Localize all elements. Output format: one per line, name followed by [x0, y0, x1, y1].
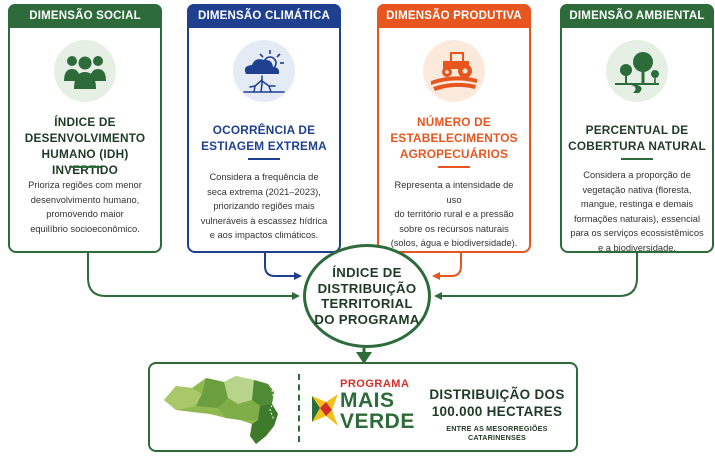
vertical-divider [298, 374, 300, 442]
drought-cloud-icon [233, 40, 295, 102]
card-header: DIMENSÃO SOCIAL [8, 4, 162, 28]
logo-programa: PROGRAMA [340, 378, 410, 390]
arrow-ambiental [434, 253, 638, 300]
logo-mais: MAIS [340, 389, 395, 412]
distribution-subline: ENTRE AS MESORREGIÕES CATARINENSES [446, 424, 548, 442]
santa-catarina-map-icon [164, 376, 278, 444]
logo-flag-icon [312, 394, 338, 426]
card-ambiental: DIMENSÃO AMBIENTAL PERCENTUAL DE COBERTU… [560, 4, 714, 253]
trees-landscape-icon [606, 40, 668, 102]
card-title: ÍNDICE DE DESENVOLVIMENTO HUMANO (IDH) I… [24, 115, 146, 177]
tractor-field-icon [423, 40, 485, 102]
people-group-icon [54, 40, 116, 102]
card-description: Considera a frequência de seca extrema (… [200, 172, 328, 240]
card-description: Considera a proporção de vegetação nativ… [570, 170, 704, 253]
programa-mais-verde-logo: PROGRAMA MAIS VERDE [310, 378, 414, 444]
title-divider [248, 158, 280, 160]
card-header: DIMENSÃO PRODUTIVA [377, 4, 531, 28]
title-divider [438, 166, 470, 168]
arrow-produtiva [432, 253, 462, 280]
card-climatica: DIMENSÃO CLIMÁTICA OCORRÊNCIA DE ESTIAGE… [187, 4, 341, 253]
card-title: PERCENTUAL DE COBERTURA NATURAL [568, 123, 706, 153]
distribution-box: PROGRAMA MAIS VERDE DISTRIBUIÇÃO DOS 100… [148, 362, 578, 452]
arrow-climatica [264, 253, 302, 280]
title-divider [69, 166, 101, 168]
card-header: DIMENSÃO AMBIENTAL [560, 4, 714, 28]
card-title: OCORRÊNCIA DE ESTIAGEM EXTREMA [201, 123, 327, 153]
card-description: Representa a intensidade de uso do terri… [390, 180, 518, 248]
arrow-social [87, 253, 300, 300]
card-title: NÚMERO DE ESTABELECIMENTOS AGROPECUÁRIOS [390, 115, 518, 161]
card-header: DIMENSÃO CLIMÁTICA [187, 4, 341, 28]
distribution-headline: DISTRIBUIÇÃO DOS 100.000 HECTARES [429, 387, 565, 419]
logo-verde: VERDE [340, 410, 415, 433]
card-description: Prioriza regiões com menor desenvolvimen… [28, 180, 142, 234]
center-index-circle: ÍNDICE DE DISTRIBUIÇÃO TERRITORIAL DO PR… [303, 244, 431, 348]
card-social: DIMENSÃO SOCIAL ÍNDICE DE DESENVOLVIMENT… [8, 4, 162, 253]
title-divider [621, 158, 653, 160]
card-produtiva: DIMENSÃO PRODUTIVA NÚMERO DE ESTABELECIM… [377, 4, 531, 253]
